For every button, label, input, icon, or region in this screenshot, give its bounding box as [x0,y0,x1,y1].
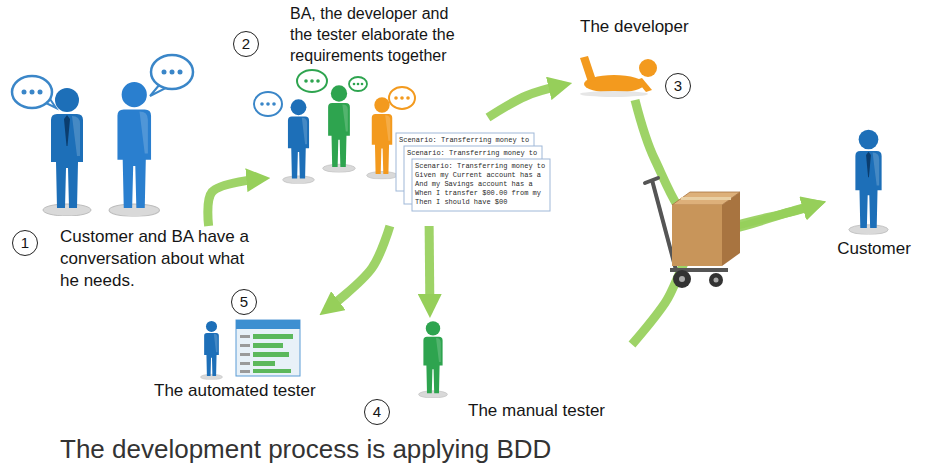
figure-tie [64,115,70,146]
box-tape [681,197,731,200]
row-label [240,344,250,347]
step-text: The manual tester [468,400,605,422]
scenario-line: Given my Current account has a [415,171,541,180]
automated-tester-figure [200,321,222,380]
bubble [254,92,282,116]
cart-hub [714,278,719,283]
step-text: Customer [837,238,911,260]
figure-arm [636,78,652,92]
bubble-dot [38,90,43,95]
bubble-dot [304,79,308,83]
speech-bubble [12,76,56,108]
bubble [297,70,327,92]
scenario-line: Then I should have $00 [415,198,507,207]
bubble [12,76,52,108]
callout-number: 2 [233,31,259,57]
tester-figure [323,85,356,172]
developer-figure [367,97,398,179]
box-side [722,192,740,266]
coverage-bar [253,361,275,366]
analyst-figure [283,99,315,183]
row-label [240,353,250,356]
analyst-figure [109,82,159,216]
callout-number: 3 [665,73,691,99]
bubble-dot [272,102,276,106]
step-text: BA, the developer and the tester elabora… [290,4,470,66]
bubble-dot [406,96,410,100]
row-label [240,370,250,373]
bubble-dot [170,70,175,75]
cart-hub [679,276,685,282]
screen-header [236,320,300,329]
test-report-screen [236,320,300,376]
scenario-card [412,159,550,211]
callout-number: 4 [364,399,390,425]
figure-head [639,59,657,77]
scenario-line: Scenario: Transferring money to [407,149,537,158]
step-group: The developer [572,12,712,100]
speech-bubble [150,55,193,96]
flow-arrow [327,226,390,309]
cart-wheel [709,273,723,287]
coverage-bar [253,334,293,339]
flow-arrow [208,179,261,226]
scenario-card [404,146,542,204]
caption: The development process is applying BDD [60,434,551,465]
bubble-dot [310,79,314,83]
speech-bubble [297,70,327,92]
speech-bubble [254,92,282,116]
box-front [672,205,722,266]
figure-tie [866,152,871,177]
speech-bubble [389,87,415,109]
step-text: The automated tester [154,380,316,402]
developer-figure [580,56,657,97]
step-group: The automated tester [150,316,350,404]
coverage-bar [253,352,289,357]
flow-arrow [488,85,562,117]
bubble-dot [353,83,356,86]
bubble-dot [394,96,398,100]
cart-grip [645,178,658,183]
step-group: The manual tester [410,318,632,424]
bubble-dot [22,90,27,95]
bubble-dot [266,102,270,106]
row-label [240,335,250,338]
customer-figure [43,88,91,216]
scenario-line: And my Savings account has a [415,180,533,189]
manual-tester-figure [419,321,448,398]
coverage-bar [253,343,283,348]
bubble [389,87,415,109]
scenario-line: Scenario: Transferring money to [415,162,545,171]
bubble-dot [30,90,35,95]
bubble [151,55,193,89]
bubble-dot [178,70,183,75]
bubble-dot [260,102,264,106]
bubble-dot [162,70,167,75]
delivery-cart [645,178,740,288]
speech-bubble [349,77,367,91]
callout-number: 1 [12,230,38,256]
step-text: The developer [580,16,689,38]
cart-wheel [673,270,691,288]
bubble-dot [400,96,404,100]
flow-arrow [425,226,435,308]
callout-number: 5 [231,289,257,315]
customer-figure [849,130,888,235]
coverage-bar [253,369,291,373]
figure-shadow [580,91,648,97]
screen [236,320,300,376]
row-label [240,362,250,365]
step-caption: Customer and BA have a conversation abou… [56,226,268,295]
bubble-dot [357,83,360,86]
customer-group: Customer [826,128,922,262]
bubble-dot [316,79,320,83]
bubble [349,77,367,91]
figure-legs [580,56,596,82]
scenario-line: When I transfer $00.00 from my [415,189,541,198]
scenario-line: Scenario: Transferring money to [399,136,529,145]
bubble-dot [361,83,364,86]
step-text: Customer and BA have a conversation abou… [60,226,260,292]
